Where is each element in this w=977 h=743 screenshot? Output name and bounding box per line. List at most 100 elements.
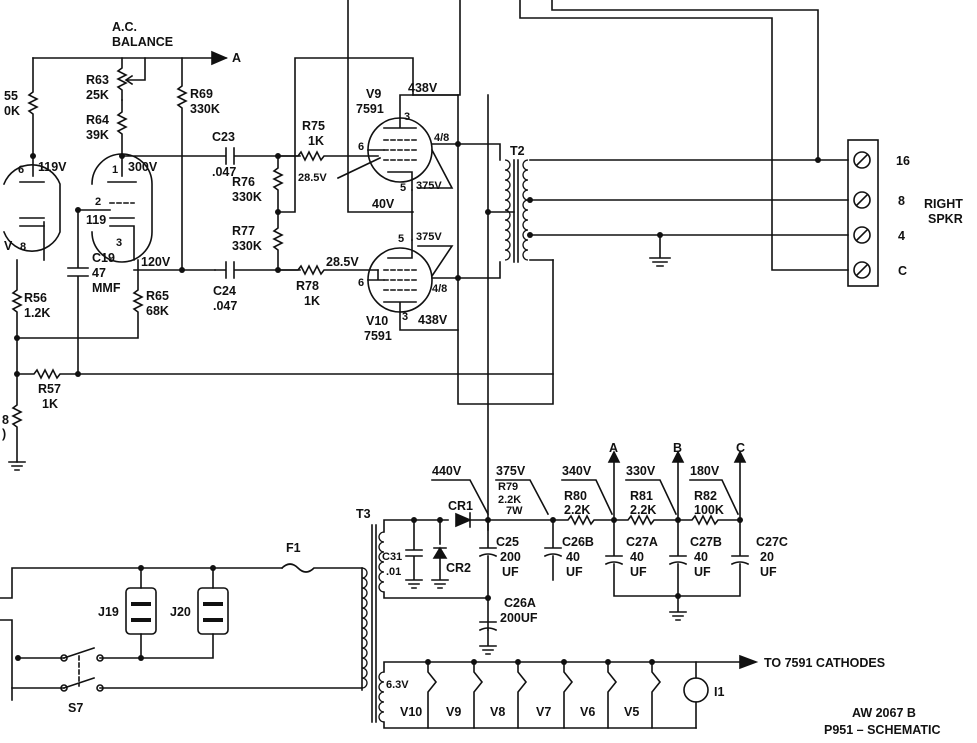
left-resistor-name: 55 bbox=[4, 89, 18, 103]
power-supply: T3 C31 .01 CR1 CR2 C25 200 UF C26A 200UF… bbox=[0, 441, 788, 723]
c23-name: C23 bbox=[212, 130, 235, 144]
cr2-name: CR2 bbox=[446, 561, 471, 575]
v375-label: 375V bbox=[496, 464, 526, 478]
v10-screen-v: 375V bbox=[416, 231, 442, 243]
r64-value: 39K bbox=[86, 128, 109, 142]
v9-output-tube: V9 7591 438V 3 6 4/8 5 375V 28.5V 40V bbox=[298, 81, 461, 213]
r76-name: R76 bbox=[232, 175, 255, 189]
r57-name: R57 bbox=[38, 382, 61, 396]
r76-value: 330K bbox=[232, 190, 262, 204]
c27c-unit: UF bbox=[760, 565, 777, 579]
balance-arrow-label: A bbox=[232, 51, 241, 65]
heater-label-v9: V9 bbox=[446, 705, 461, 719]
v9-pin48: 4/8 bbox=[434, 132, 449, 144]
r77-value: 330K bbox=[232, 239, 262, 253]
footer-line-1: AW 2067 B bbox=[852, 706, 916, 720]
heater-label-v6: V6 bbox=[580, 705, 595, 719]
r79-name: R79 bbox=[498, 481, 518, 493]
driver-tube: 6 119V 1 300V 2 119 8 3 V 120V bbox=[2, 153, 171, 269]
v9-name: V9 bbox=[366, 87, 381, 101]
v10-plate-v: 438V bbox=[418, 313, 448, 327]
r69-value: 330K bbox=[190, 102, 220, 116]
r82-value: 100K bbox=[694, 503, 724, 517]
lamp-i1: I1 bbox=[714, 685, 724, 699]
heater-filament-v9 bbox=[473, 661, 484, 729]
left-bottom-r1: 8 bbox=[2, 413, 9, 427]
coupling-network: C23 .047 C24 .047 R76 330K R77 330K R75 … bbox=[121, 57, 414, 313]
dt-cathode-v: 120V bbox=[141, 255, 171, 269]
c26b-value: 40 bbox=[566, 550, 580, 564]
r69-name: R69 bbox=[190, 87, 213, 101]
s7-name: S7 bbox=[68, 701, 83, 715]
heater-label-v7: V7 bbox=[536, 705, 551, 719]
v10-pin3: 3 bbox=[402, 311, 408, 323]
dt-pin2: 2 bbox=[95, 196, 101, 208]
v10-output-tube: 5 375V 28.5V 6 4/8 3 438V V10 7591 bbox=[326, 211, 461, 343]
c27b-unit: UF bbox=[694, 565, 711, 579]
v10-pin5: 5 bbox=[398, 233, 404, 245]
c27b-value: 40 bbox=[694, 550, 708, 564]
t2-name: T2 bbox=[510, 144, 525, 158]
c27c-name: C27C bbox=[756, 535, 788, 549]
heater-label-v10: V10 bbox=[400, 705, 422, 719]
c24-value: .047 bbox=[213, 299, 237, 313]
v330-label: 330V bbox=[626, 464, 656, 478]
left-tube-ref: V bbox=[4, 239, 13, 253]
r77-name: R77 bbox=[232, 224, 255, 238]
speaker-tap-8: 8 bbox=[898, 194, 905, 208]
c24-name: C24 bbox=[213, 284, 236, 298]
out-c-label: C bbox=[736, 441, 745, 455]
v9-type: 7591 bbox=[356, 102, 384, 116]
dt-pin6: 6 bbox=[18, 164, 24, 176]
heater-filament-v7 bbox=[563, 661, 574, 729]
cr1-name: CR1 bbox=[448, 499, 473, 513]
speaker-label-1: RIGHT bbox=[924, 197, 963, 211]
heater-filament-v10 bbox=[427, 661, 438, 729]
v340-label: 340V bbox=[562, 464, 592, 478]
dt-pin3: 3 bbox=[116, 237, 122, 249]
v180-label: 180V bbox=[690, 464, 720, 478]
v9-pin5: 5 bbox=[400, 182, 406, 194]
r79-value: 2.2K bbox=[498, 494, 521, 506]
heater-filament-v6 bbox=[607, 661, 618, 729]
r78-value: 1K bbox=[304, 294, 320, 308]
r80-name: R80 bbox=[564, 489, 587, 503]
c31-value: .01 bbox=[386, 566, 401, 578]
c26b-name: C26B bbox=[562, 535, 594, 549]
r79-rating: 7W bbox=[506, 505, 523, 517]
v10-type: 7591 bbox=[364, 329, 392, 343]
v10-pin6: 6 bbox=[358, 277, 364, 289]
speaker-terminal-block: 16 8 4 C RIGHT SPKR bbox=[847, 139, 963, 287]
c25-value: 200 bbox=[500, 550, 521, 564]
out-a-label: A bbox=[609, 441, 618, 455]
c26a-value: 200UF bbox=[500, 611, 538, 625]
r65-name: R65 bbox=[146, 289, 169, 303]
v9-pin6: 6 bbox=[358, 141, 364, 153]
c26a-name: C26A bbox=[504, 596, 536, 610]
c27c-value: 20 bbox=[760, 550, 774, 564]
heater-label-v8: V8 bbox=[490, 705, 505, 719]
ac-balance-section: A.C. BALANCE A R63 25K R64 39K R69 330K … bbox=[4, 20, 241, 271]
v9-pin3: 3 bbox=[404, 111, 410, 123]
heater-filament-v8 bbox=[517, 661, 528, 729]
footer-line-2: P951 – SCHEMATIC bbox=[824, 723, 940, 737]
c26b-unit: UF bbox=[566, 565, 583, 579]
speaker-label-2: SPKR bbox=[928, 212, 963, 226]
c19-unit: MMF bbox=[92, 281, 121, 295]
v9-grid-v: 28.5V bbox=[298, 172, 327, 184]
output-transformer-t2: T2 bbox=[457, 94, 849, 531]
heater-filament-v5 bbox=[651, 661, 662, 729]
c31-name: C31 bbox=[382, 551, 402, 563]
r75-name: R75 bbox=[302, 119, 325, 133]
r56-name: R56 bbox=[24, 291, 47, 305]
left-bottom-r2: ) bbox=[2, 427, 6, 441]
v9-screen-v: 375V bbox=[416, 180, 442, 192]
r63-value: 25K bbox=[86, 88, 109, 102]
c27a-value: 40 bbox=[630, 550, 644, 564]
r64-name: R64 bbox=[86, 113, 109, 127]
v9-cathode-v: 40V bbox=[372, 197, 395, 211]
v10-name: V10 bbox=[366, 314, 388, 328]
speaker-tap-c: C bbox=[898, 264, 907, 278]
